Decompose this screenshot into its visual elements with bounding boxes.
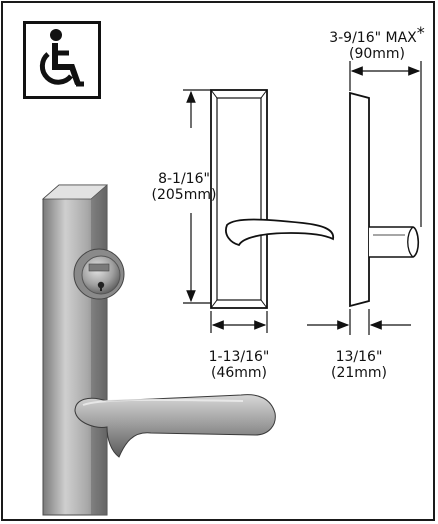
thickness-metric: (21mm) <box>330 365 387 381</box>
height-dimension-label: 8-1/16" (205mm) <box>149 171 219 203</box>
width-imperial: 1-13/16" <box>208 349 270 365</box>
trim-rendering <box>41 184 276 516</box>
thickness-dimension <box>307 309 411 335</box>
lever-trim-drawing <box>41 61 422 516</box>
projection-dimension-label: 3-9/16" MAX* (90mm) <box>321 23 433 63</box>
thickness-imperial: 13/16" <box>335 349 383 365</box>
height-metric: (205mm) <box>151 187 217 203</box>
side-view <box>349 91 420 308</box>
height-dimension <box>183 89 211 304</box>
projection-imperial: 3-9/16" MAX <box>329 30 417 46</box>
escutcheon-bevel <box>216 97 262 301</box>
side-plate-outline <box>349 91 370 308</box>
wheelchair-accessible-icon <box>23 21 101 99</box>
keyway <box>97 281 105 289</box>
escutcheon-outline <box>210 89 268 309</box>
projection-dimension <box>349 61 422 227</box>
width-dimension-label: 1-13/16" (46mm) <box>199 349 279 381</box>
height-imperial: 8-1/16" <box>158 171 210 187</box>
thickness-dimension-label: 13/16" (21mm) <box>323 349 395 381</box>
projection-metric: (90mm) <box>348 46 405 62</box>
width-metric: (46mm) <box>210 365 267 381</box>
front-view <box>210 89 334 309</box>
width-dimension <box>210 311 268 333</box>
lever-handle-outline <box>225 218 334 247</box>
projection-asterisk: * <box>416 23 425 42</box>
side-spindle-outline <box>369 226 420 258</box>
